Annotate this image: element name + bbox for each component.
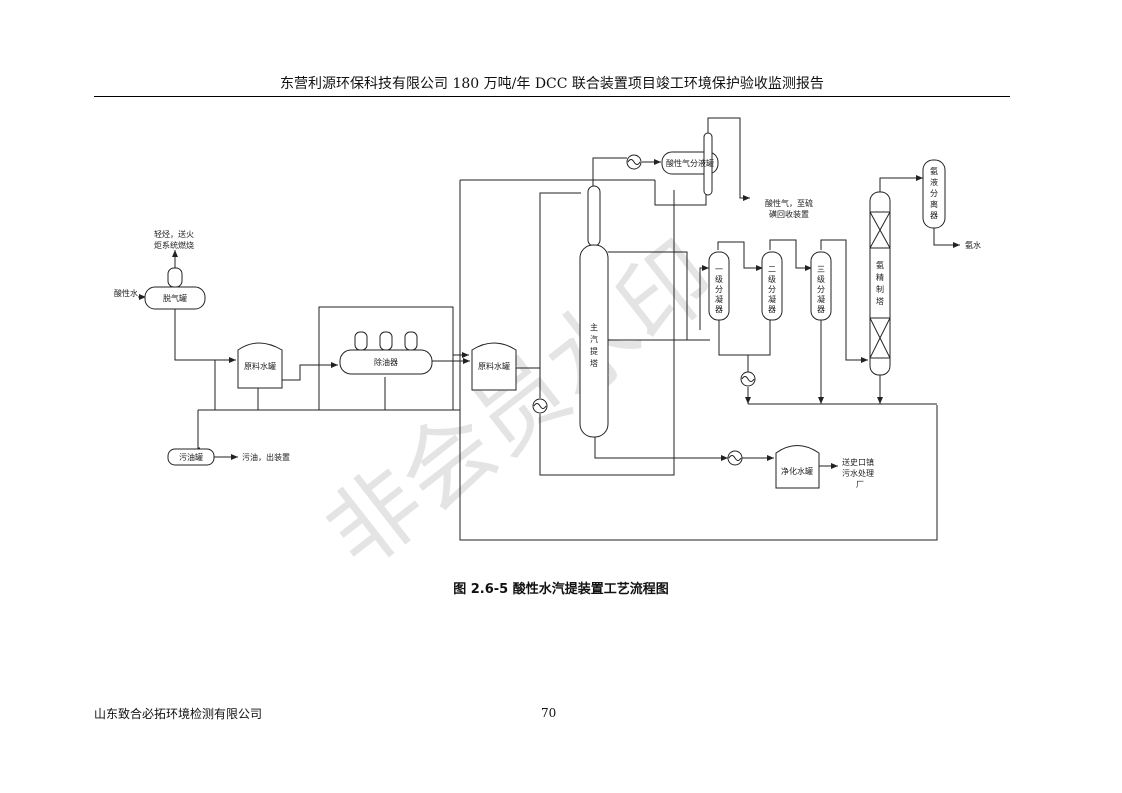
cond1-label-4: 器	[715, 305, 723, 314]
header-rule	[94, 96, 1010, 97]
cond3-label-4: 器	[817, 305, 825, 314]
condenser-1	[708, 251, 730, 321]
cond2-label-2: 分	[768, 285, 776, 294]
ammonia-tower-label-0: 氨	[876, 260, 884, 270]
ammonia-liquid-separator	[922, 159, 946, 229]
condenser-2	[761, 251, 783, 321]
clean-water-tank	[775, 445, 820, 489]
vent-label-1: 轻烃，送火	[154, 229, 194, 239]
cond2-label-0: 二	[768, 265, 776, 274]
stripper-label-0: 主	[590, 322, 598, 332]
figure-caption: 图 2.6-5 酸性水汽提装置工艺流程图	[453, 582, 669, 597]
ammonia-sep-label-4: 器	[930, 211, 938, 220]
heat-exchanger-icon	[740, 371, 756, 387]
ammonia-sep-label-2: 分	[930, 189, 938, 198]
raw-tank-1-label: 原料水罐	[244, 361, 276, 371]
vent-label-2: 炬系统燃烧	[154, 240, 194, 250]
main-steam-stripper	[579, 244, 609, 438]
cond1-label-1: 级	[715, 274, 723, 284]
clean-out-label-3: 厂	[856, 480, 864, 489]
page-number: 70	[541, 706, 557, 720]
cond3-label-2: 分	[817, 285, 825, 294]
stripper-label-2: 提	[590, 346, 598, 356]
ammonia-sep-label-3: 离	[930, 199, 938, 209]
ammonia-sep-label-1: 液	[930, 177, 938, 187]
cond1-label-2: 分	[715, 285, 723, 294]
ammonia-refining-tower	[869, 191, 891, 376]
clean-out-label-2: 污水处理	[842, 468, 874, 478]
ammonia-out-label: 氨水	[965, 240, 981, 250]
cond1-label-0: 一	[715, 265, 723, 274]
oil-separator-label: 除油器	[374, 357, 398, 367]
condenser-3	[810, 251, 832, 321]
ammonia-tower-label-2: 制	[876, 284, 884, 294]
acid-gas-out-label-2: 磺回收装置	[769, 209, 809, 219]
sludge-tank-label: 污油罐	[179, 452, 203, 462]
cond2-label-3: 凝	[768, 294, 776, 304]
heat-exchanger-icon	[727, 450, 743, 466]
raw-tank-2-label: 原料水罐	[478, 361, 510, 371]
ammonia-tower-label-1: 精	[876, 272, 884, 282]
footer-company: 山东致合必拓环境检测有限公司	[94, 707, 263, 721]
acid-gas-sep-label: 酸性气分液罐	[666, 158, 714, 168]
inlet-label: 酸性水	[114, 288, 138, 298]
clean-out-label-1: 送史口镇	[842, 457, 874, 467]
cond3-label-0: 三	[817, 265, 825, 274]
page-header: 东营利源环保科技有限公司 180 万吨/年 DCC 联合装置项目竣工环境保护验收…	[280, 76, 824, 92]
sludge-out-label: 污油，出装置	[242, 452, 290, 462]
watermark: 非会员水印	[306, 221, 734, 589]
ammonia-sep-label-0: 氨	[930, 166, 938, 176]
degas-tank-label: 脱气罐	[163, 293, 187, 303]
stripper-label-3: 塔	[590, 358, 598, 368]
cond3-label-3: 凝	[817, 294, 825, 304]
heat-exchanger-icon	[532, 398, 548, 414]
raw-water-tank-1	[237, 342, 283, 389]
acid-gas-out-label-1: 酸性气，至硫	[765, 198, 813, 208]
ammonia-tower-label-3: 塔	[876, 296, 884, 306]
clean-tank-label: 净化水罐	[781, 466, 813, 476]
cond2-label-4: 器	[768, 305, 776, 314]
cond3-label-1: 级	[817, 274, 825, 284]
heat-exchanger-icon	[626, 154, 642, 170]
cond1-label-3: 凝	[715, 294, 723, 304]
cond2-label-1: 级	[768, 274, 776, 284]
raw-water-tank-2	[471, 342, 517, 391]
sludge-oil-tank	[167, 448, 215, 466]
stripper-label-1: 汽	[590, 334, 598, 344]
